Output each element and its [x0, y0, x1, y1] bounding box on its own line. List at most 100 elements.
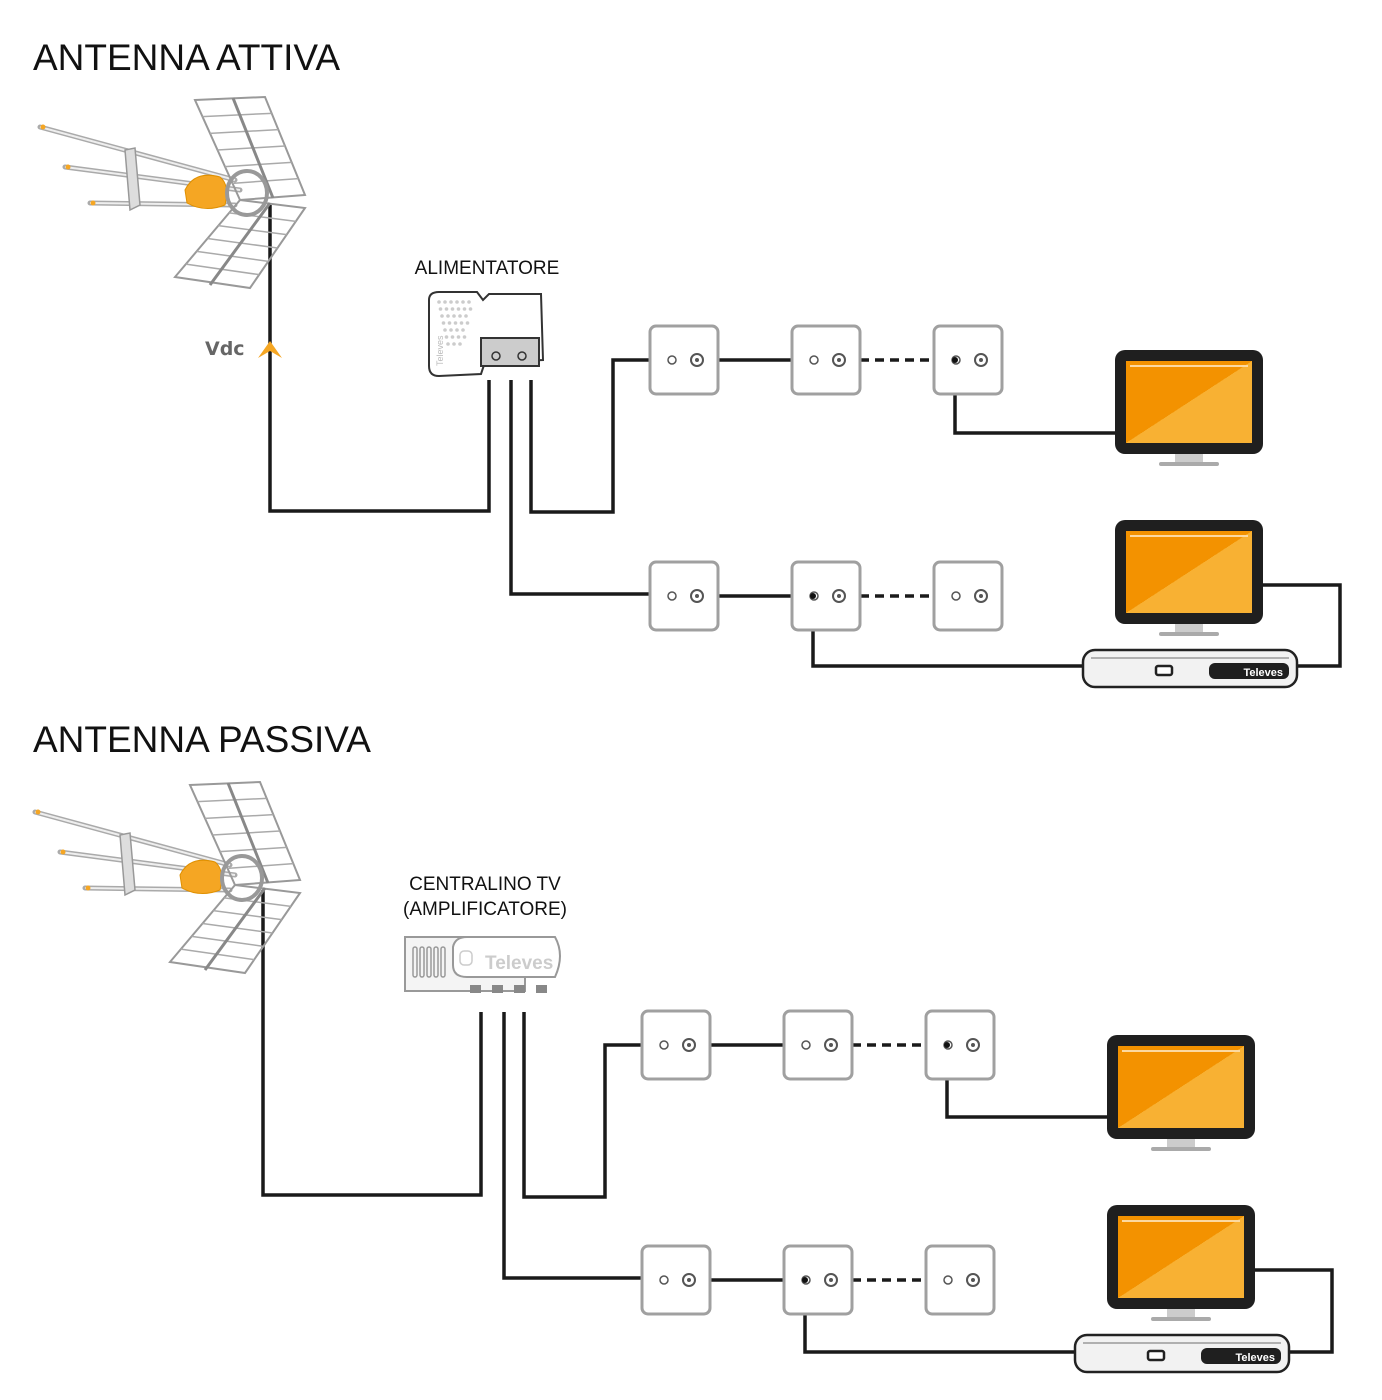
- socket-port-sat: [824, 1038, 838, 1052]
- power-supply-connector-block: [480, 337, 540, 367]
- antenna-tip: [60, 849, 66, 855]
- connector: [491, 351, 501, 361]
- vent-dot: [450, 307, 455, 311]
- antenna-mount-ring: [220, 854, 264, 902]
- socket-port-sat: [682, 1273, 696, 1287]
- vent-dot: [462, 335, 467, 339]
- vent-dot: [444, 307, 449, 311]
- vent-dot: [458, 342, 462, 346]
- socket-port-center: [687, 1043, 691, 1047]
- coax-cable: [268, 205, 491, 513]
- socket-plate: [782, 1244, 854, 1316]
- amplifier-output-port: [536, 985, 547, 993]
- reflector-frame: [168, 883, 302, 975]
- tv-screen: [1126, 531, 1252, 613]
- tv-stand: [1167, 1309, 1195, 1317]
- amplifier-led: [459, 950, 473, 966]
- reflector-spine: [226, 782, 270, 884]
- amplifier-output-port: [492, 985, 503, 993]
- amplifier-device: Televes: [404, 936, 561, 993]
- reflector-rod: [204, 813, 274, 820]
- set-top-box: Televes: [1081, 648, 1299, 689]
- amplifier-fin: [433, 946, 439, 978]
- set-top-box: Televes: [1073, 1333, 1291, 1374]
- coax-cable: [261, 890, 483, 1197]
- antenna-tip: [90, 200, 96, 206]
- tv-screen: [1118, 1216, 1244, 1298]
- tv-base: [1159, 632, 1219, 636]
- tv-base: [1151, 1317, 1211, 1321]
- vdc-arrow-icon: [258, 341, 282, 358]
- socket-plate: [932, 560, 1004, 632]
- vent-dot: [464, 314, 468, 318]
- vent-dot: [468, 307, 473, 311]
- socket-port-center: [837, 358, 841, 362]
- tv-stand: [1175, 624, 1203, 632]
- vent-dot: [440, 314, 444, 318]
- wall-socket: [640, 1009, 712, 1081]
- socket-port-tv: [659, 1275, 669, 1285]
- antenna-dipole: [179, 859, 223, 894]
- socket-port-sat: [832, 589, 846, 603]
- coax-cable: [509, 380, 650, 596]
- stb-brand-logo: Televes: [1235, 1352, 1275, 1364]
- wall-socket: [648, 324, 720, 396]
- tv-stand: [1175, 454, 1203, 462]
- section-title: ANTENNA PASSIVA: [33, 719, 371, 760]
- reflector-rod: [207, 237, 278, 249]
- socket-port-tv: [659, 1040, 669, 1050]
- connector: [517, 351, 527, 361]
- reflector-rod: [212, 830, 281, 836]
- socket-plate: [932, 324, 1004, 396]
- vent-dot: [437, 300, 441, 304]
- vent-dot: [467, 300, 471, 304]
- socket-port-center: [979, 594, 983, 598]
- antenna-boom: [34, 811, 231, 866]
- reflector-frame: [193, 95, 307, 202]
- socket-plate: [924, 1244, 996, 1316]
- socket-port-center: [971, 1278, 975, 1282]
- vent-dot: [452, 314, 456, 318]
- reflector-rod: [202, 112, 272, 118]
- socket-port-tv: [951, 591, 961, 601]
- section-antenna-attiva: ANTENNA ATTIVA VdcALIMENTATORETelevesTel…: [33, 37, 1342, 689]
- antenna-dipole: [184, 174, 228, 209]
- stb-display-panel: [1209, 663, 1289, 679]
- socket-plate: [790, 560, 862, 632]
- vent-dot: [461, 300, 465, 304]
- cable-plug: [944, 1042, 950, 1048]
- socket-plate: [648, 324, 720, 396]
- vent-dot: [450, 335, 455, 339]
- wall-socket: [924, 1244, 996, 1316]
- amplifier-fin: [426, 946, 432, 978]
- vent-dot: [443, 300, 447, 304]
- tv-monitor: [1115, 520, 1263, 636]
- section-title: ANTENNA ATTIVA: [33, 37, 340, 78]
- wall-socket: [790, 560, 862, 632]
- coax-cable: [529, 358, 650, 514]
- reflector-frame: [188, 780, 302, 887]
- reflector-spine: [208, 202, 272, 286]
- brand-logo: Televes: [435, 335, 445, 366]
- reflector-spine: [231, 97, 275, 199]
- brand-logo: Televes: [485, 953, 553, 974]
- tv-monitor: [1107, 1035, 1255, 1151]
- tv-base: [1159, 462, 1219, 466]
- vent-dot: [449, 328, 453, 332]
- socket-port-center: [695, 358, 699, 362]
- reflector-panel: [168, 883, 302, 975]
- socket-plate: [648, 560, 720, 632]
- amplifier-fin: [440, 946, 446, 978]
- coax-cable: [522, 1012, 642, 1199]
- vent-dot: [456, 307, 461, 311]
- wall-socket: [790, 324, 862, 396]
- antenna-tip: [85, 885, 91, 891]
- wall-socket: [640, 1244, 712, 1316]
- socket-port-sat: [832, 353, 846, 367]
- reflector-rod: [213, 909, 282, 921]
- vent-dot: [441, 321, 446, 325]
- socket-plate: [640, 1009, 712, 1081]
- amplifier-cover: [452, 936, 561, 978]
- wall-socket: [782, 1244, 854, 1316]
- wall-socket: [932, 324, 1004, 396]
